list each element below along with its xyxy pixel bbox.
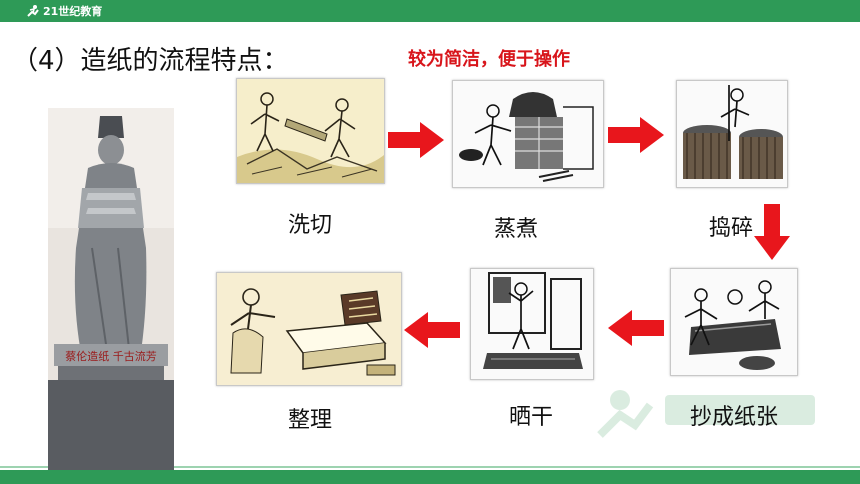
step-1-image [236,78,385,184]
slide-subtitle: 较为简洁，便于操作 [408,49,570,70]
left-arrow-icon [608,310,664,346]
step-4-label: 抄成纸张 [689,405,778,430]
drying-illustration-icon [471,269,593,379]
step-6-label: 整理 [287,408,332,433]
brand-logo: 21世纪教育 [26,3,102,19]
down-arrow-icon [754,204,790,260]
right-arrow-icon [388,122,444,158]
step-3-label: 捣碎 [708,216,753,241]
step-5-label: 晒干 [508,405,553,430]
step-1-label: 洗切 [287,213,332,238]
watermark-logo [597,390,815,438]
left-arrow-icon [404,312,460,348]
step-4-image [670,268,798,376]
step-3-image [676,80,788,188]
step-6-image [216,272,402,386]
top-banner: 21世纪教育 [0,0,860,22]
step-2-image [452,80,604,188]
steaming-boiling-illustration-icon [453,81,603,187]
slide-title: （4）造纸的流程特点： [12,46,289,76]
pounding-illustration-icon [677,81,787,187]
step-2-label: 蒸煮 [493,217,538,242]
step-5-image [470,268,594,380]
right-arrow-icon [608,117,664,153]
logo-text: 21世纪教育 [43,5,103,18]
washing-cutting-illustration-icon [237,79,384,183]
papermaking-illustration-icon [671,269,797,375]
bottom-banner [0,470,860,484]
runner-logo-icon [27,5,39,17]
bottom-accent-line [0,466,860,468]
statue-inscription: 蔡伦造纸 千古流芳 [65,349,157,363]
sorting-illustration-icon [217,273,401,385]
cai-lun-statue-image: 蔡伦造纸 千古流芳 [48,108,174,470]
